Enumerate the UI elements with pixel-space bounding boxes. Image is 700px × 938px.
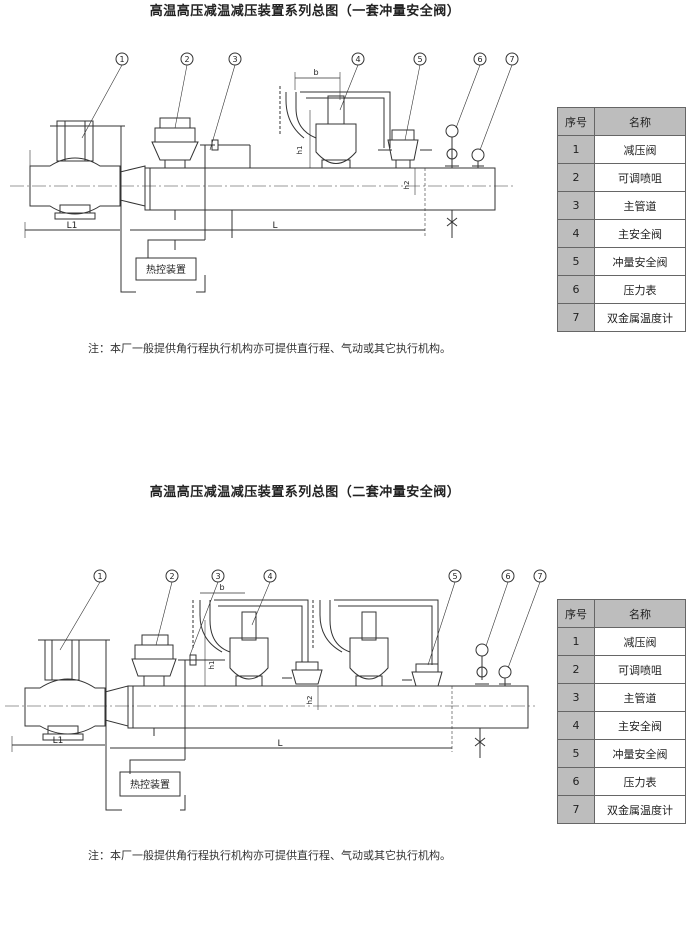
balloon-6-label: 6 — [505, 572, 510, 581]
dim-h2: h2 — [403, 181, 411, 190]
balloon-2 — [180, 52, 194, 66]
balloon-7-label: 7 — [509, 55, 514, 64]
main-safety-valve-2b — [312, 600, 389, 687]
control-box-1-label: 热控装置 — [146, 263, 186, 276]
balloon-5 — [413, 52, 427, 66]
dim-b: b — [313, 68, 318, 77]
balloon-6 — [473, 52, 487, 66]
control-box-1-frame — [135, 257, 197, 281]
section1-title: 高温高压减温减压装置系列总图（一套冲量安全阀） — [149, 4, 461, 19]
balloon-2-label: 2 — [169, 572, 174, 581]
balloon-7-label: 7 — [537, 572, 542, 581]
impulse-safety-valve-2b — [402, 663, 443, 687]
control-box-2-label: 热控装置 — [130, 778, 170, 791]
balloon-4 — [351, 52, 365, 66]
balloon-1-label: 1 — [119, 55, 124, 64]
balloon-2 — [165, 569, 179, 583]
header-no: 序号 — [557, 107, 595, 136]
main-pipe-1 — [144, 167, 496, 211]
balloon-4-label: 4 — [355, 55, 360, 64]
main-safety-valve-2a — [192, 600, 269, 687]
balloon-3 — [228, 52, 242, 66]
thermometer-2 — [498, 665, 512, 686]
section1-diagram: 1 2 3 4 5 6 7 L1 L b h1 h2 热控装置 — [10, 52, 519, 293]
dim-h1: h1 — [296, 146, 304, 155]
balloon-3-label: 3 — [215, 572, 220, 581]
balloon-6 — [501, 569, 515, 583]
balloon-7 — [505, 52, 519, 66]
section2-note: 注：本厂一般提供角行程执行机构亦可提供直行程、气动或其它执行机构。 — [88, 849, 451, 862]
nozzle-assembly-2 — [131, 634, 177, 736]
balloon-1 — [93, 569, 107, 583]
pressure-gauge-1 — [445, 124, 459, 168]
balloon-6-label: 6 — [477, 55, 482, 64]
balloon-2-label: 2 — [184, 55, 189, 64]
reducing-valve-2 — [24, 639, 110, 755]
dim-l1: L1 — [53, 736, 64, 746]
main-pipe-2 — [127, 685, 529, 729]
control-box-2-frame — [119, 771, 181, 797]
main-safety-valve-1 — [279, 86, 357, 169]
thermometer-1 — [471, 148, 485, 168]
impulse-safety-valve-1 — [378, 129, 432, 169]
dim-h2: h2 — [306, 696, 314, 705]
balloon-4-label: 4 — [267, 572, 272, 581]
header-no: 序号 — [557, 599, 595, 628]
balloon-4 — [263, 569, 277, 583]
dim-b: b — [219, 583, 224, 592]
impulse-safety-valve-2a — [282, 661, 323, 685]
section2-diagram: 1 2 3 4 5 6 7 L1 L b h1 h2 热控装置 — [5, 569, 547, 811]
dim-h1: h1 — [208, 661, 216, 670]
balloon-3 — [211, 569, 225, 583]
header-name: 名称 — [594, 107, 686, 136]
dim-l: L — [272, 221, 277, 231]
balloon-5-label: 5 — [417, 55, 422, 64]
pressure-gauge-2 — [475, 643, 489, 685]
section2-title: 高温高压减温减压装置系列总图（二套冲量安全阀） — [149, 485, 461, 500]
section1-note: 注：本厂一般提供角行程执行机构亦可提供直行程、气动或其它执行机构。 — [88, 342, 451, 355]
balloon-3-label: 3 — [232, 55, 237, 64]
balloon-7 — [533, 569, 547, 583]
dim-l: L — [277, 739, 282, 749]
balloon-5 — [448, 569, 462, 583]
reducing-valve-1 — [29, 120, 125, 235]
nozzle-assembly-1 — [151, 117, 199, 220]
balloon-5-label: 5 — [452, 572, 457, 581]
header-name: 名称 — [594, 599, 686, 628]
balloon-1 — [115, 52, 129, 66]
balloon-1-label: 1 — [97, 572, 102, 581]
dim-l1: L1 — [67, 221, 78, 231]
